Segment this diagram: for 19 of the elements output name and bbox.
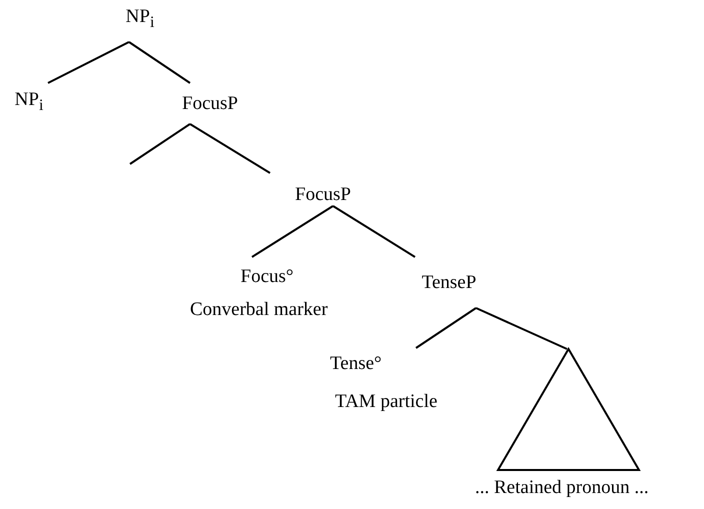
tree-branch-line (476, 307, 568, 350)
node-annotation: Converbal marker (190, 299, 328, 321)
tree-branch-line (128, 41, 191, 84)
tree-node-label: NP$_{i}$ (108, 6, 172, 42)
tree-node-label: TenseP (406, 257, 492, 308)
tree-branch-line (251, 205, 334, 258)
tree-branch-line (189, 123, 271, 174)
tree-node-label: FocusP (265, 173, 351, 206)
node-annotation: TAM particle (335, 391, 438, 413)
tree-node-label: FocusP (170, 83, 250, 124)
tree-node-label: Tense° (330, 348, 420, 375)
triangle-node (497, 348, 640, 471)
tree-node-label: NP$_{i}$ (5, 83, 53, 117)
tree-branch-line (129, 123, 191, 165)
tree-branch-line (415, 307, 477, 349)
tree-branch-line (48, 41, 130, 84)
node-annotation: ... Retained pronoun ... (475, 477, 649, 499)
tree-node-label: Focus° (228, 257, 306, 288)
tree-branch-line (332, 205, 416, 258)
